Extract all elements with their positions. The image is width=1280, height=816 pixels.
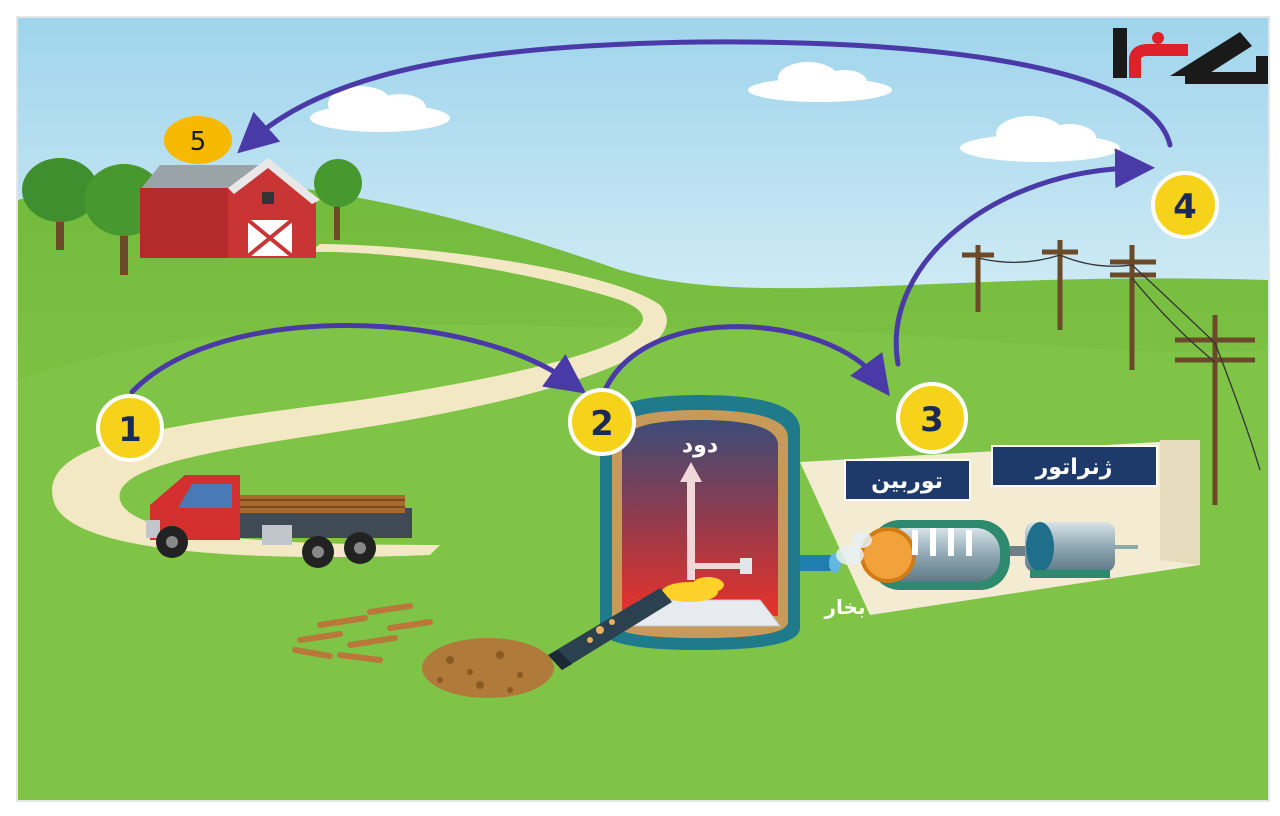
image-frame [16,16,1270,802]
svg-text:2: 2 [590,404,614,444]
barn-icon [140,158,320,258]
step-badge-5: 5 [164,116,232,164]
svg-text:ژنراتور: ژنراتور [1035,455,1113,480]
cloud-icon [748,62,892,102]
conveyor [548,588,672,670]
turbine-icon [860,520,1040,590]
svg-text:3: 3 [920,400,944,440]
generator-icon [1025,522,1138,578]
arrow-2-to-3 [603,324,890,397]
arrow-4-to-5 [237,39,1173,154]
tree-icon [314,159,362,240]
arrow-3-to-4 [893,148,1155,367]
turbine-label: توربین [844,459,971,501]
wood-chips-icon [292,603,615,698]
cloud-icon [310,86,450,132]
truck-icon [146,475,412,568]
steam-pipe [792,532,872,573]
svg-text:4: 4 [1173,187,1197,227]
svg-text:توربین: توربین [871,469,943,494]
step-badge-1: 1 [96,394,164,462]
cloud-icon [960,116,1120,162]
smoke-label: دود [682,433,718,458]
step-badge-3: 3 [896,382,968,454]
rokna-logo [1113,28,1268,84]
tree-icon [22,158,98,250]
steam-label: بخار [824,595,866,619]
arrow-1-to-2 [129,323,587,395]
svg-text:5: 5 [190,127,207,157]
power-lines [977,254,1261,471]
step-badge-4: 4 [1151,171,1219,239]
step-badge-2: 2 [568,388,636,456]
svg-text:1: 1 [118,410,142,450]
dirt-road [52,244,667,558]
generator-label: ژنراتور [991,445,1158,487]
flow-arrows [129,39,1173,397]
